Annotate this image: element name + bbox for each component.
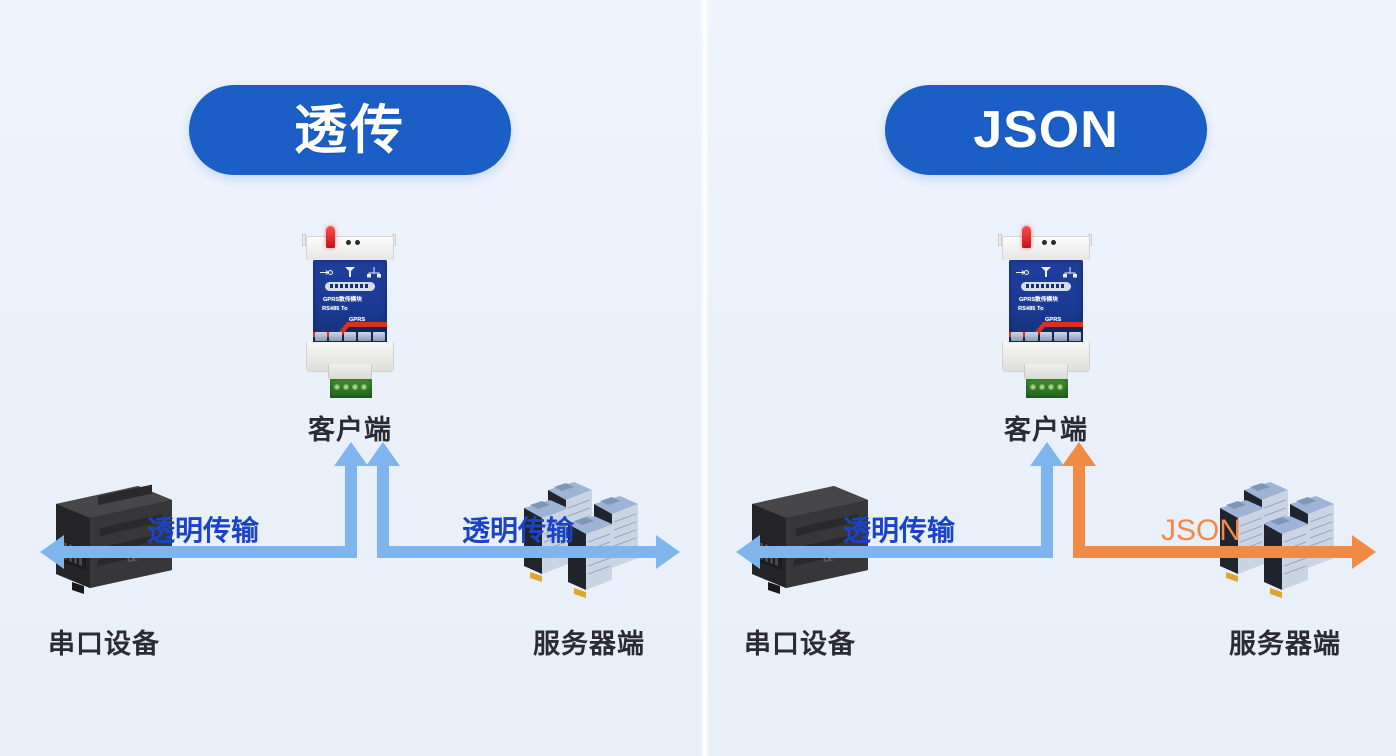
antenna-icon [344, 267, 355, 277]
network-icon [367, 267, 382, 278]
indicator-dot-icon [1051, 240, 1056, 245]
brand-pill [1021, 282, 1071, 291]
green-terminal-block [330, 379, 372, 398]
module-port-row [1011, 331, 1082, 342]
module-foot [1024, 364, 1068, 380]
client-caption: 客户端 [1004, 415, 1088, 445]
panel-transparent-mode: 透传 [40, 85, 680, 659]
module-port-row [315, 331, 386, 342]
gprs-module: GPRS数传模块 RS485 To GPRS [996, 222, 1096, 398]
flow-arrow-server-to-device [736, 442, 1064, 569]
module-label-line1: GPRS数传模块 [323, 297, 362, 303]
module-label-line3: GPRS [1045, 317, 1062, 323]
network-icon [1063, 267, 1078, 278]
flow-arrow-device-to-server [366, 442, 680, 569]
module-label-line3: GPRS [349, 317, 366, 323]
module-label-line1: GPRS数传模块 [1019, 297, 1058, 303]
module-icon-row [1009, 265, 1083, 279]
mode-badge-transparent: 透传 [189, 85, 511, 175]
svg-text:CE: CE [823, 555, 834, 564]
flow-label-server-to-device: 透明传输 [147, 514, 260, 546]
serial-device-caption: 串口设备 [48, 629, 160, 659]
mode-badge-json: JSON [885, 85, 1207, 175]
serial-device-plc: CE [738, 478, 878, 596]
usb-icon [319, 269, 333, 275]
module-front-label: GPRS数传模块 RS485 To GPRS [313, 260, 387, 344]
panel-divider [700, 0, 709, 756]
serial-device-plc: CE [42, 478, 182, 596]
green-terminal-block [1026, 379, 1068, 398]
flow-arrow-device-to-server [1062, 442, 1376, 569]
client-caption: 客户端 [308, 415, 392, 445]
antenna-icon [1040, 267, 1051, 277]
red-led-icon [326, 226, 335, 248]
red-led-icon [1022, 226, 1031, 248]
module-label-line2: RS485 To [1018, 306, 1044, 312]
server-caption: 服务器端 [1229, 629, 1341, 659]
gprs-module: GPRS数传模块 RS485 To GPRS [300, 222, 400, 398]
mode-badge-label: 透传 [294, 100, 406, 160]
flow-label-server-to-device: 透明传输 [843, 514, 956, 546]
indicator-dot-icon [346, 240, 351, 245]
flow-arrows-json: 透明传输 JSON [736, 442, 1376, 569]
usb-icon [1015, 269, 1029, 275]
indicator-dot-icon [355, 240, 360, 245]
mode-badge-label: JSON [973, 101, 1119, 159]
panel-json-mode: JSON [696, 0, 1396, 756]
module-front-label: GPRS数传模块 RS485 To GPRS [1009, 260, 1083, 344]
din-clip-left [302, 234, 306, 246]
module-foot [328, 364, 372, 380]
serial-device-caption: 串口设备 [744, 629, 856, 659]
brand-pill [325, 282, 375, 291]
indicator-dot-icon [1042, 240, 1047, 245]
flow-arrows-transparent: 透明传输 透明传输 [40, 442, 680, 569]
module-label-line2: RS485 To [322, 306, 348, 312]
svg-text:CE: CE [127, 555, 138, 564]
server-caption: 服务器端 [533, 629, 645, 659]
module-icon-row [313, 265, 387, 279]
flow-label-device-to-server: 透明传输 [462, 514, 575, 546]
flow-label-device-to-server: JSON [1161, 514, 1241, 547]
din-clip-left [998, 234, 1002, 246]
flow-arrow-server-to-device [40, 442, 368, 569]
